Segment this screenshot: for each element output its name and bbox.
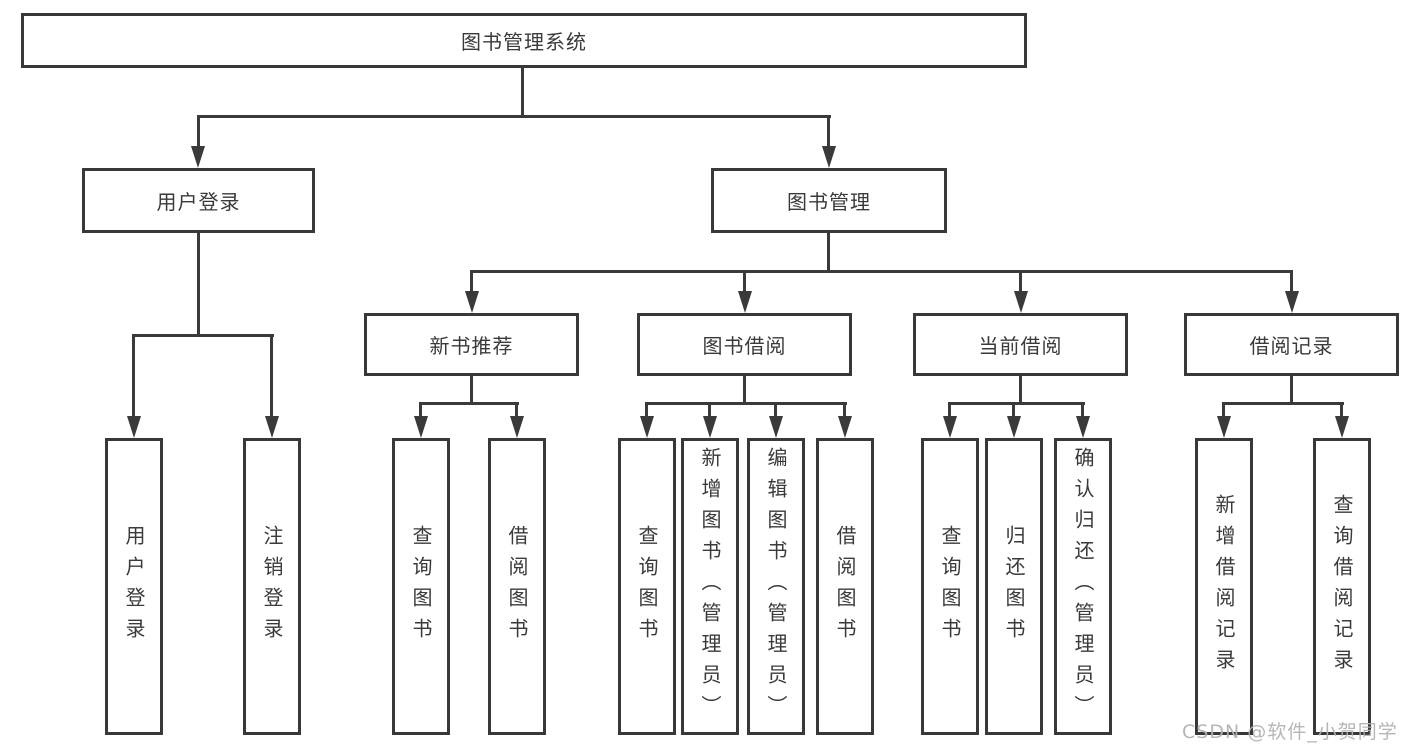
connector-hline [197,115,831,118]
node-label: 图书管理 [787,190,871,214]
arrow-down-icon [1285,291,1299,313]
leaf-query-borrow-record: 查询借阅记录 [1313,438,1371,735]
leaf-label: 新增图书（管理员） [698,447,722,726]
leaf-edit-book-admin: 编辑图书（管理员） [747,438,805,735]
arrow-down-icon [943,416,957,438]
leaf-label: 查询图书 [635,524,659,649]
connector-vline [470,376,473,404]
leaf-borrow-books-recommend: 借阅图书 [488,438,546,735]
leaf-query-books-recommend: 查询图书 [392,438,450,735]
leaf-label: 借阅图书 [833,524,857,649]
connector-vline [197,233,200,337]
arrow-down-icon [822,146,836,168]
leaf-label: 查询图书 [938,524,962,649]
connector-vline [470,270,473,293]
leaf-label: 归还图书 [1002,524,1026,649]
connector-vline [515,402,518,418]
connector-vline [645,402,648,418]
leaf-confirm-return-admin: 确认归还（管理员） [1054,438,1112,735]
connector-vline [774,402,777,418]
arrow-down-icon [738,291,752,313]
node-book-borrowing: 图书借阅 [637,313,852,376]
connector-vline [1290,270,1293,293]
connector-vline [1019,270,1022,293]
connector-vline [419,402,422,418]
node-book-management: 图书管理 [711,168,947,233]
connector-hline [470,270,1293,273]
connector-vline [1222,402,1225,418]
arrow-down-icon [703,416,717,438]
connector-vline [270,334,273,418]
connector-hline [419,402,519,405]
node-borrowing-records: 借阅记录 [1184,313,1399,376]
leaf-label: 新增借阅记录 [1212,493,1236,680]
arrow-down-icon [1014,291,1028,313]
arrow-down-icon [265,416,279,438]
arrow-down-icon [1217,416,1231,438]
connector-hline [132,334,274,337]
connector-vline [132,334,135,418]
connector-vline [948,402,951,418]
arrow-down-icon [769,416,783,438]
node-label: 用户登录 [156,190,241,214]
leaf-borrow-books-borrowing: 借阅图书 [816,438,874,735]
connector-vline [197,115,200,148]
leaf-label: 借阅图书 [505,524,529,649]
connector-vline [1290,376,1293,404]
arrow-down-icon [838,416,852,438]
connector-hline [1222,402,1344,405]
leaf-add-book-admin: 新增图书（管理员） [681,438,739,735]
connector-hline [645,402,847,405]
node-label: 当前借阅 [978,334,1063,358]
arrow-down-icon [510,416,524,438]
connector-vline [1019,376,1022,404]
arrow-down-icon [1007,416,1021,438]
connector-vline [1340,402,1343,418]
leaf-return-book: 归还图书 [985,438,1043,735]
leaf-user-login: 用户登录 [105,438,163,735]
arrow-down-icon [1076,416,1090,438]
node-library-management-system: 图书管理系统 [21,13,1027,68]
leaf-query-books-current: 查询图书 [921,438,979,735]
arrow-down-icon [127,416,141,438]
connector-vline [1081,402,1084,418]
connector-vline [1012,402,1015,418]
leaf-label: 编辑图书（管理员） [764,447,788,726]
leaf-query-books-borrowing: 查询图书 [618,438,676,735]
leaf-label: 确认归还（管理员） [1071,447,1095,726]
leaf-label: 用户登录 [122,524,146,649]
connector-vline [843,402,846,418]
connector-vline [827,233,830,273]
arrow-down-icon [1335,416,1349,438]
connector-hline [948,402,1085,405]
leaf-add-borrow-record: 新增借阅记录 [1195,438,1253,735]
leaf-label: 查询借阅记录 [1330,493,1354,680]
connector-vline [708,402,711,418]
node-label: 借阅记录 [1249,334,1334,358]
connector-vline [743,270,746,293]
node-label: 新书推荐 [429,334,514,358]
connector-vline [743,376,746,404]
leaf-logout: 注销登录 [243,438,301,735]
connector-vline [521,68,524,117]
connector-vline [827,115,830,148]
arrow-down-icon [640,416,654,438]
arrow-down-icon [465,291,479,313]
node-user-login: 用户登录 [82,168,315,233]
leaf-label: 注销登录 [260,524,284,649]
node-new-book-recommendation: 新书推荐 [364,313,579,376]
node-current-borrowing: 当前借阅 [913,313,1128,376]
watermark: CSDN @软件_小贺同学 [1182,721,1398,743]
arrow-down-icon [414,416,428,438]
arrow-down-icon [191,146,205,168]
leaf-label: 查询图书 [409,524,433,649]
node-label: 图书借阅 [702,334,787,358]
node-label: 图书管理系统 [461,30,587,54]
